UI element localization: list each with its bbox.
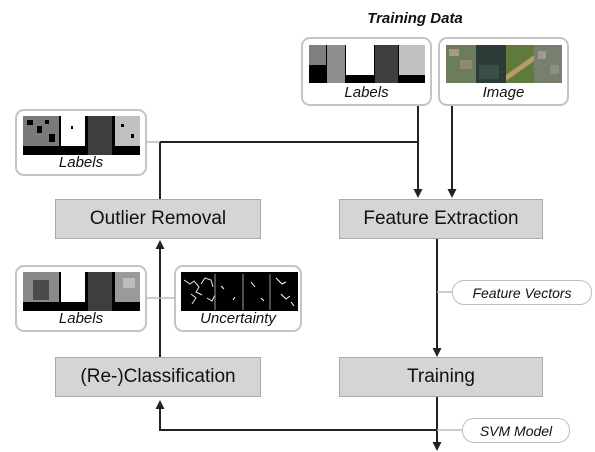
feature-extraction-box: Feature Extraction: [339, 199, 543, 239]
labels-thumbnail-mid: Labels: [15, 265, 147, 332]
labels-thumbnail-top: Labels: [15, 109, 147, 176]
training-labels-image: [309, 45, 425, 83]
aerial-image: [446, 45, 562, 83]
labels-caption-mid: Labels: [58, 310, 104, 327]
feature-vectors-label: Feature Vectors: [452, 280, 592, 305]
training-image-caption: Image: [482, 84, 525, 101]
labels-image-mid: [23, 272, 140, 311]
uncertainty-image: [181, 272, 298, 311]
arrow-outlier-removal-to-feature-extraction: [159, 141, 418, 199]
svm-model-label: SVM Model: [462, 418, 570, 443]
labels-caption-top: Labels: [58, 154, 104, 171]
arrow-training-to-reclassification: [155, 400, 437, 431]
uncertainty-caption: Uncertainty: [200, 310, 276, 327]
uncertainty-thumbnail: Uncertainty: [174, 265, 302, 332]
training-image-thumbnail: Image: [438, 37, 569, 106]
training-data-title: Training Data: [367, 10, 463, 27]
outlier-removal-box: Outlier Removal: [55, 199, 261, 239]
training-box: Training: [339, 357, 543, 397]
labels-image-top: [23, 116, 140, 155]
reclassification-box: (Re-)Classification: [55, 357, 261, 397]
training-labels-thumbnail: Labels: [301, 37, 432, 106]
training-labels-caption: Labels: [344, 84, 389, 101]
